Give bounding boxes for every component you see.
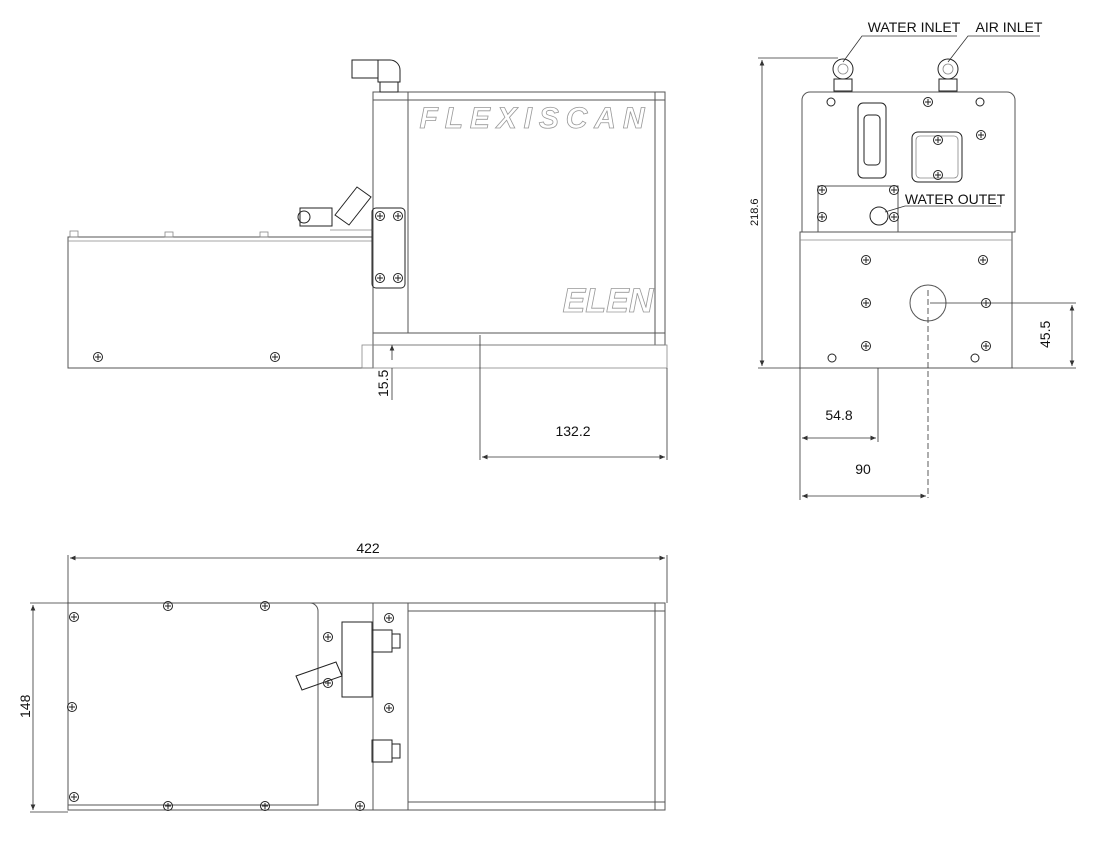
dim-front-offset-2: 90 <box>855 461 871 477</box>
d-sub-connector-icon <box>857 102 887 179</box>
elbow-fitting-icon <box>351 59 401 93</box>
dim-front-offset-1: 54.8 <box>825 407 852 423</box>
top-view: 422 148 <box>17 540 668 813</box>
side-view: FLEXISCAN ELEN 15.5 132.2 <box>67 59 668 460</box>
water-inlet-label: WATER INLET <box>868 19 961 35</box>
straight-fitting-icon <box>371 629 401 653</box>
dim-front-height: 218.6 <box>749 198 761 226</box>
air-inlet-fitting-icon <box>937 58 959 92</box>
elen-logo: ELEN <box>563 282 655 320</box>
dim-total-width: 148 <box>17 694 33 718</box>
angled-fitting-icon <box>297 186 373 231</box>
straight-fitting-icon <box>371 739 401 763</box>
water-outlet-label: WATER OUTET <box>905 191 1006 207</box>
side-plate <box>371 207 406 289</box>
water-inlet-fitting-icon <box>832 58 854 92</box>
front-view: WATER INLET AIR INLET WATER OUTET 218.6 … <box>749 19 1076 500</box>
angled-fitting-icon <box>295 661 343 691</box>
screw-icon <box>270 352 280 362</box>
dim-front-center-height: 45.5 <box>1037 321 1053 348</box>
screw-icon <box>93 352 103 362</box>
dim-side-depth: 132.2 <box>555 423 590 439</box>
air-inlet-label: AIR INLET <box>976 19 1043 35</box>
dim-side-offset: 15.5 <box>375 370 391 397</box>
dim-total-length: 422 <box>356 540 380 556</box>
flexiscan-logo: FLEXISCAN <box>420 102 646 135</box>
cover-plate-icon <box>911 131 963 183</box>
